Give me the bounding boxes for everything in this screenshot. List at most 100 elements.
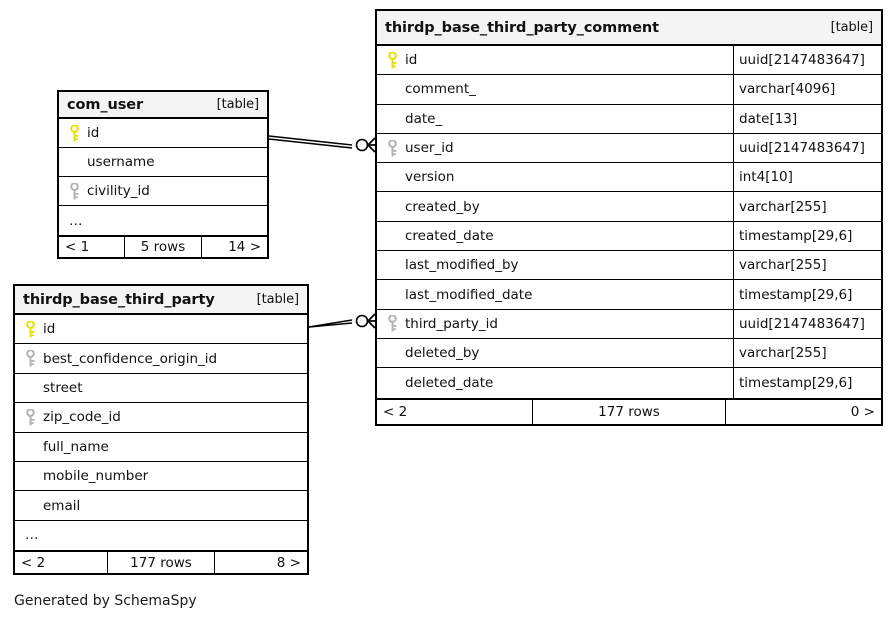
- column-name-cell: civility_id: [59, 177, 267, 205]
- column-row[interactable]: civility_id: [59, 177, 267, 206]
- column-name-cell: …: [15, 521, 307, 550]
- column-type-cell: varchar[255]: [733, 192, 881, 221]
- column-type-cell: timestamp[29,6]: [733, 280, 881, 309]
- column-row[interactable]: street: [15, 374, 307, 404]
- footer-next-link[interactable]: 0 >: [850, 403, 875, 420]
- column-name: …: [25, 527, 40, 544]
- column-row[interactable]: last_modified_date timestamp[29,6]: [377, 280, 881, 310]
- primary-key-icon: [383, 51, 401, 69]
- column-row[interactable]: date_ date[13]: [377, 104, 881, 134]
- column-name: date_: [405, 110, 443, 127]
- column-name: third_party_id: [405, 315, 498, 332]
- column-name: last_modified_date: [405, 286, 533, 303]
- column-row[interactable]: email: [15, 491, 307, 521]
- primary-key-icon: [21, 320, 39, 338]
- foreign-key-icon: [65, 182, 83, 200]
- column-name: zip_code_id: [43, 409, 121, 426]
- column-row[interactable]: id uuid[2147483647]: [377, 46, 881, 76]
- footer-row-count: 177 rows: [532, 399, 726, 424]
- column-type: varchar[255]: [739, 257, 827, 274]
- column-row[interactable]: created_by varchar[255]: [377, 192, 881, 222]
- footer-row-count: 177 rows: [107, 552, 215, 574]
- column-type-cell: varchar[4096]: [733, 75, 881, 104]
- footer-next-link[interactable]: 14 >: [228, 239, 261, 255]
- column-name: civility_id: [87, 183, 150, 199]
- column-type-cell: varchar[255]: [733, 251, 881, 280]
- table-header: com_user [table]: [59, 92, 267, 119]
- column-row[interactable]: third_party_id uuid[2147483647]: [377, 309, 881, 339]
- column-name-cell: id: [15, 315, 307, 343]
- column-name-cell: id: [59, 119, 267, 147]
- column-name-cell: created_by: [377, 192, 733, 220]
- column-type-cell: uuid[2147483647]: [733, 133, 881, 163]
- column-type: date[13]: [739, 110, 798, 127]
- foreign-key-icon: [383, 139, 401, 157]
- column-name: email: [43, 497, 81, 514]
- relationship-thirdparty-to-comment: [308, 313, 376, 329]
- table-footer: < 2 177 rows 8 >: [15, 550, 307, 574]
- column-row-ellipsis[interactable]: …: [15, 521, 307, 550]
- column-name-cell: created_date: [377, 222, 733, 250]
- column-name: id: [405, 52, 418, 69]
- column-row[interactable]: full_name: [15, 433, 307, 462]
- generated-by-caption: Generated by SchemaSpy: [14, 593, 197, 609]
- column-type: timestamp[29,6]: [739, 286, 853, 303]
- column-row[interactable]: id: [59, 119, 267, 148]
- column-name: username: [87, 154, 155, 170]
- foreign-key-icon: [21, 350, 39, 367]
- column-name: deleted_date: [405, 374, 494, 391]
- column-row[interactable]: deleted_date timestamp[29,6]: [377, 368, 881, 398]
- column-type: int4[10]: [739, 169, 793, 186]
- column-row[interactable]: best_confidence_origin_id: [15, 344, 307, 374]
- column-row[interactable]: created_date timestamp[29,6]: [377, 221, 881, 252]
- column-type-cell: uuid[2147483647]: [733, 46, 881, 75]
- footer-prev-link[interactable]: < 2: [383, 403, 408, 420]
- column-name-cell: zip_code_id: [15, 403, 307, 431]
- column-row[interactable]: zip_code_id: [15, 403, 307, 433]
- column-name: street: [43, 379, 83, 396]
- column-row[interactable]: last_modified_by varchar[255]: [377, 251, 881, 281]
- column-name-cell: …: [59, 206, 267, 235]
- column-row[interactable]: username: [59, 148, 267, 177]
- relationship-user-to-comment: [268, 135, 376, 153]
- table-title: thirdp_base_third_party_comment: [385, 19, 659, 36]
- column-name-cell: date_: [377, 105, 733, 133]
- column-name-cell: comment_: [377, 75, 733, 103]
- footer-prev-link[interactable]: < 2: [21, 554, 46, 571]
- column-type-cell: uuid[2147483647]: [733, 309, 881, 338]
- column-name-cell: last_modified_date: [377, 280, 733, 308]
- column-row[interactable]: comment_ varchar[4096]: [377, 75, 881, 105]
- column-type: timestamp[29,6]: [739, 374, 853, 391]
- column-row-ellipsis[interactable]: …: [59, 206, 267, 235]
- column-list: id uuid[2147483647] comment_ varchar[4096] d…: [377, 46, 881, 398]
- column-name-cell: full_name: [15, 433, 307, 461]
- column-list: id username civility_id …: [59, 119, 267, 235]
- column-name-cell: deleted_date: [377, 368, 733, 397]
- column-name: full_name: [43, 438, 109, 455]
- column-row[interactable]: mobile_number: [15, 462, 307, 492]
- footer-prev-link[interactable]: < 1: [65, 239, 90, 255]
- column-name: created_by: [405, 198, 480, 215]
- table-thirdp-base-third-party-comment[interactable]: thirdp_base_third_party_comment [table] …: [375, 9, 883, 426]
- primary-key-icon: [65, 124, 83, 142]
- column-name: mobile_number: [43, 468, 149, 485]
- footer-next-link[interactable]: 8 >: [276, 554, 301, 571]
- table-type-tag: [table]: [216, 97, 259, 112]
- column-type: varchar[4096]: [739, 81, 836, 98]
- column-name-cell: third_party_id: [377, 310, 733, 338]
- column-type: timestamp[29,6]: [739, 227, 853, 244]
- column-name-cell: street: [15, 374, 307, 402]
- column-type: uuid[2147483647]: [739, 52, 865, 69]
- foreign-key-icon: [383, 315, 401, 332]
- column-type-cell: timestamp[29,6]: [733, 221, 881, 251]
- column-row[interactable]: id: [15, 315, 307, 345]
- table-title: com_user: [67, 96, 144, 113]
- column-name: last_modified_by: [405, 257, 519, 274]
- table-header: thirdp_base_third_party_comment [table]: [377, 11, 881, 46]
- table-footer: < 2 177 rows 0 >: [377, 397, 881, 424]
